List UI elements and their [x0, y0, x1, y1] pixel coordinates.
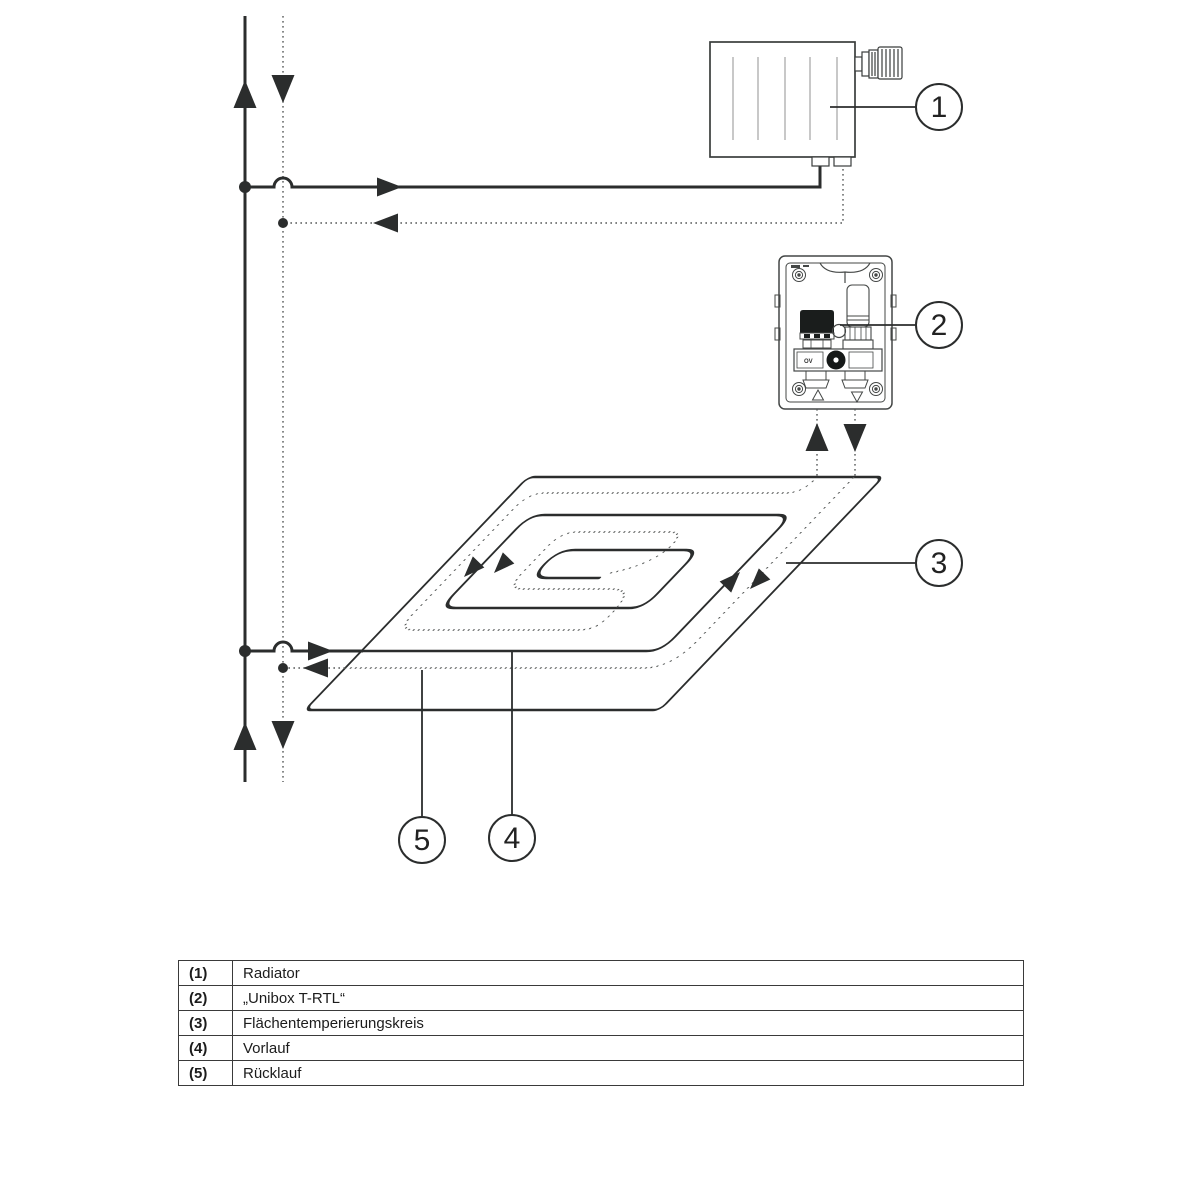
callout-1-number: 1	[931, 91, 948, 124]
unibox-ov-marking: OV	[804, 359, 813, 365]
legend-label: „Unibox T-RTL“	[232, 985, 1024, 1011]
floor-circuit-figure	[306, 475, 882, 712]
pipe-junction-dot	[239, 645, 251, 657]
flow-arrow-down-icon	[271, 721, 295, 749]
legend-key: (2)	[178, 985, 233, 1011]
unibox-valve-block: OV	[793, 348, 883, 404]
legend-label: Radiator	[232, 960, 1024, 986]
flow-arrow-left-icon	[303, 658, 328, 678]
callout-2: 2	[840, 301, 963, 349]
unibox-side-tabs	[774, 294, 897, 341]
port-arrow-up-icon	[811, 388, 825, 401]
port-arrow-down-icon	[850, 391, 864, 404]
callout-5: 5	[398, 670, 446, 864]
flow-arrow-up-icon	[233, 80, 257, 108]
flow-arrow-right-icon	[377, 177, 402, 197]
radiator-fins	[732, 57, 838, 140]
unibox-logo-mark	[791, 265, 800, 268]
flow-arrow-down-icon	[843, 424, 867, 452]
pipe-junction-dot	[239, 181, 251, 193]
radiator-supply-stub	[811, 156, 830, 167]
supply-riser	[233, 16, 257, 782]
legend-label: Rücklauf	[232, 1060, 1024, 1086]
unibox-screws	[792, 268, 883, 396]
radiator-return-stub	[833, 156, 852, 167]
radiator-supply-pipe	[239, 164, 822, 197]
legend-label: Vorlauf	[232, 1035, 1024, 1061]
return-outer-pipe	[344, 477, 855, 669]
flow-arrow-down-icon	[271, 75, 295, 103]
legend-row: (2) „Unibox T-RTL“	[178, 985, 1024, 1011]
legend-key: (3)	[178, 1010, 233, 1036]
unibox-figure: OV	[774, 255, 897, 410]
floor-supply-pipe	[239, 640, 363, 661]
unibox-actuator	[799, 310, 835, 349]
radiator-figure	[709, 41, 903, 167]
callout-5-number: 5	[414, 824, 431, 857]
callout-2-number: 2	[931, 309, 948, 342]
legend-table: (1) Radiator (2) „Unibox T-RTL“ (3) Fläc…	[178, 960, 1024, 1086]
unibox-thermostat-cylinder	[842, 284, 874, 350]
radiator-return-pipe	[278, 164, 844, 233]
unibox-floor-connections	[805, 409, 867, 476]
pipe-junction-dot	[278, 663, 288, 673]
supply-spiral-pipe	[359, 513, 787, 653]
callout-3: 3	[786, 539, 963, 587]
callout-3-number: 3	[931, 547, 948, 580]
flow-arrow-right-icon	[308, 641, 333, 661]
return-spiral-pipe	[404, 477, 818, 631]
floor-return-pipe	[278, 658, 345, 678]
legend-label: Flächentemperierungskreis	[232, 1010, 1024, 1036]
flow-arrow-left-icon	[373, 213, 398, 233]
legend-key: (5)	[178, 1060, 233, 1086]
legend-row: (3) Flächentemperierungskreis	[178, 1010, 1024, 1036]
legend-key: (4)	[178, 1035, 233, 1061]
callout-4: 4	[488, 652, 536, 862]
legend-row: (1) Radiator	[178, 960, 1024, 986]
legend-key: (1)	[178, 960, 233, 986]
legend-row: (5) Rücklauf	[178, 1060, 1024, 1086]
floor-slab	[306, 475, 882, 712]
callout-1: 1	[830, 83, 963, 131]
pipe-junction-dot	[278, 218, 288, 228]
legend-row: (4) Vorlauf	[178, 1035, 1024, 1061]
flow-arrow-up-icon	[805, 423, 829, 451]
flow-arrow-up-icon	[233, 722, 257, 750]
thermostat-valve-icon	[854, 46, 903, 80]
callout-4-number: 4	[504, 822, 521, 855]
